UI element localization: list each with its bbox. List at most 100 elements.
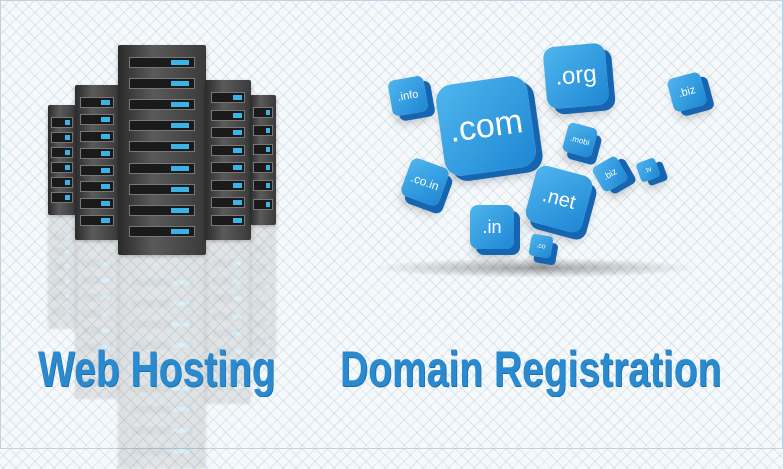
server-led — [232, 314, 242, 319]
server-unit — [80, 147, 114, 159]
server-rack — [75, 85, 119, 240]
server-rack — [48, 105, 76, 215]
server-led — [171, 322, 190, 328]
server-led — [101, 328, 111, 334]
server-led — [171, 186, 190, 192]
server-led — [64, 264, 71, 269]
server-led — [265, 110, 271, 115]
server-unit — [51, 162, 73, 173]
server-unit — [80, 181, 114, 193]
server-unit — [128, 298, 196, 310]
server-led — [101, 311, 111, 317]
server-unit — [51, 291, 73, 302]
server-led — [171, 449, 190, 454]
domain-cube: .info — [387, 75, 429, 117]
server-unit — [80, 130, 114, 142]
server-led — [232, 112, 242, 118]
server-led — [101, 133, 111, 139]
server-led — [64, 120, 71, 125]
server-unit — [210, 179, 246, 191]
server-led — [171, 228, 190, 234]
domain-cube: .co — [528, 233, 554, 259]
server-led — [101, 167, 111, 173]
server-unit — [253, 317, 273, 329]
domain-extension-label: .in — [482, 216, 502, 237]
domain-extension-label: .com — [446, 101, 526, 150]
server-unit — [80, 164, 114, 176]
server-unit — [253, 107, 273, 118]
server-led — [265, 201, 271, 207]
server-unit — [210, 144, 246, 156]
server-unit — [210, 92, 246, 103]
server-unit — [128, 277, 196, 289]
server-unit — [51, 147, 73, 158]
server-unit — [51, 177, 73, 188]
server-unit — [128, 446, 196, 457]
server-unit — [128, 225, 196, 237]
server-led — [64, 234, 71, 239]
server-unit — [253, 244, 273, 256]
server-led — [64, 309, 71, 314]
server-led — [171, 60, 190, 65]
server-rack — [118, 45, 206, 255]
server-unit — [210, 197, 246, 208]
server-unit — [128, 78, 196, 90]
server-led — [64, 195, 71, 200]
server-led — [64, 165, 71, 170]
server-led — [101, 260, 111, 266]
server-led — [265, 128, 271, 134]
server-led — [232, 217, 242, 223]
server-unit — [253, 162, 273, 173]
server-unit — [80, 291, 114, 303]
server-led — [171, 144, 190, 150]
server-led — [64, 294, 71, 299]
server-unit — [128, 403, 196, 415]
server-led — [265, 183, 271, 189]
server-unit — [253, 143, 273, 155]
server-led — [171, 123, 190, 129]
server-unit — [80, 198, 114, 210]
server-unit — [80, 325, 114, 337]
server-led — [101, 277, 111, 283]
server-led — [232, 279, 242, 284]
server-unit — [51, 276, 73, 287]
server-led — [171, 165, 190, 171]
server-led — [64, 150, 71, 155]
server-unit — [253, 281, 273, 292]
server-unit — [253, 299, 273, 311]
server-unit — [128, 183, 196, 195]
server-led — [64, 135, 71, 140]
cube-shadow — [370, 258, 700, 278]
server-unit — [128, 424, 196, 436]
server-unit — [253, 262, 273, 274]
server-unit — [128, 120, 196, 132]
server-unit — [128, 99, 196, 111]
server-unit — [80, 215, 114, 227]
server-led — [232, 261, 242, 267]
domain-extension-label: .net — [540, 183, 579, 214]
server-unit — [80, 274, 114, 286]
server-led — [101, 150, 111, 156]
server-led — [64, 279, 71, 284]
server-unit — [210, 311, 246, 322]
server-led — [265, 247, 271, 253]
domain-extension-label: .info — [396, 88, 420, 104]
server-unit — [253, 125, 273, 137]
server-led — [265, 284, 271, 289]
server-unit — [80, 113, 114, 125]
server-led — [171, 427, 190, 433]
server-unit — [210, 328, 246, 340]
server-led — [64, 249, 71, 254]
server-unit — [51, 231, 73, 242]
server-unit — [128, 204, 196, 216]
domain-cube: .org — [542, 42, 610, 110]
server-unit — [210, 258, 246, 270]
web-hosting-heading: Web Hosting — [38, 341, 276, 397]
server-unit — [51, 306, 73, 317]
server-unit — [80, 257, 114, 269]
server-led — [101, 294, 111, 300]
server-unit — [210, 127, 246, 138]
server-unit — [80, 308, 114, 320]
server-unit — [253, 180, 273, 192]
server-unit — [210, 293, 246, 305]
